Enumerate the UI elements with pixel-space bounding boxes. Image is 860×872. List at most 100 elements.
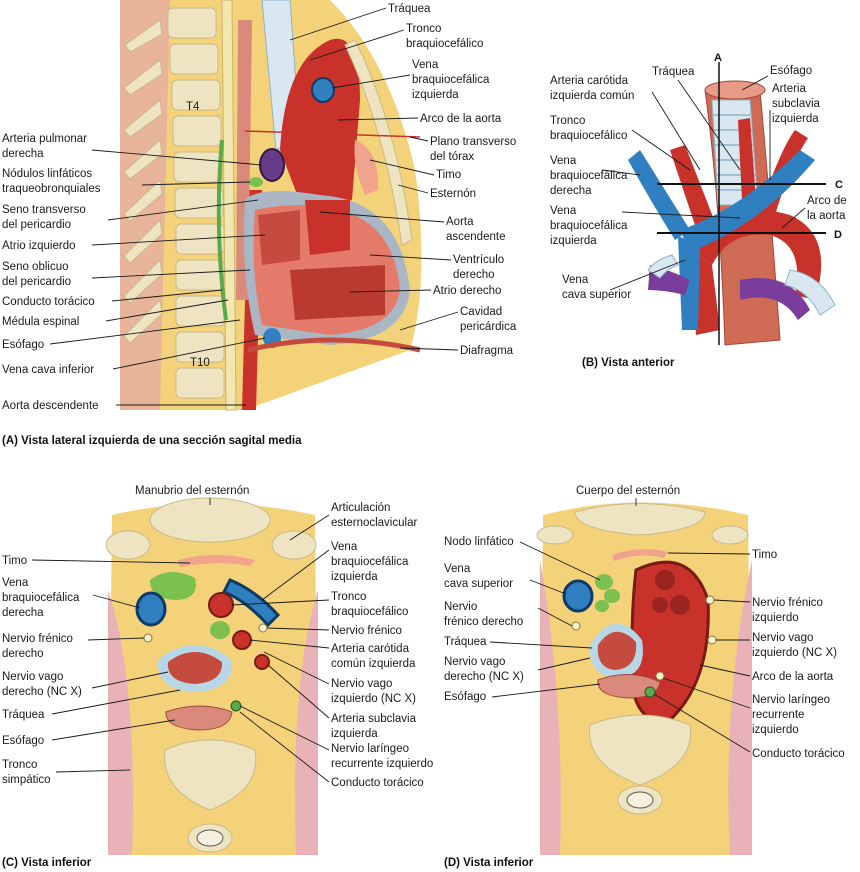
left-brachiocephalic-vein-a bbox=[311, 77, 335, 103]
label-d-recurrent-2: recurrente bbox=[752, 709, 804, 721]
label-c-manubrium: Manubrio del esternón bbox=[135, 485, 249, 497]
label-a-ascending-aorta-1: Aorta bbox=[446, 216, 474, 228]
vertebra-t10-label: T10 bbox=[190, 357, 210, 369]
panel-c: Manubrio del esternón Timo Vena braquioc… bbox=[2, 485, 433, 869]
panel-c-left-muscle bbox=[108, 590, 133, 855]
label-c-trachea: Tráquea bbox=[2, 709, 45, 721]
label-b-arch-1: Arco de bbox=[807, 195, 847, 207]
label-c-thymus: Timo bbox=[2, 555, 27, 567]
thymus-a bbox=[354, 140, 379, 195]
right-bcv-c bbox=[135, 591, 167, 627]
label-b-left-bcv-1: Vena bbox=[550, 205, 577, 217]
esophagus-c bbox=[165, 705, 233, 731]
sternum-a bbox=[344, 39, 413, 246]
label-b-arch-2: la aorta bbox=[807, 210, 846, 222]
label-b-carotid-1: Arteria carótida bbox=[550, 75, 629, 87]
label-a-descending-aorta: Aorta descendente bbox=[2, 400, 99, 412]
vagus-left-d bbox=[707, 635, 717, 645]
vertebra-d bbox=[589, 714, 692, 786]
label-c-right-bcv-2: braquiocefálica bbox=[2, 592, 80, 604]
pulmonary-artery-b bbox=[740, 278, 810, 320]
label-d-right-phrenic-1: Nervio bbox=[444, 601, 477, 613]
thymus-d bbox=[612, 549, 668, 561]
label-a-esophagus: Esófago bbox=[2, 339, 44, 351]
panel-d: Cuerpo del esternón Nodo linfático Vena … bbox=[444, 485, 845, 869]
label-a-thoracic-duct: Conducto torácico bbox=[2, 296, 95, 308]
label-d-svc-2: cava superior bbox=[444, 578, 513, 590]
lymph-node-d-1 bbox=[595, 574, 613, 590]
lymph-node-c-2 bbox=[210, 621, 230, 639]
thoracic-duct-d bbox=[644, 686, 656, 698]
label-c-recurrent-2: recurrente izquierdo bbox=[331, 758, 433, 770]
clavicle-right bbox=[271, 530, 317, 560]
label-a-transverse-plane-1: Plano transverso bbox=[430, 136, 516, 148]
rib-right-d bbox=[711, 525, 749, 545]
label-d-lymph-node: Nodo linfático bbox=[444, 536, 514, 548]
label-a-transverse-plane-2: del tórax bbox=[430, 151, 474, 163]
label-b-right-bcv-2: braquiocefálica bbox=[550, 170, 628, 182]
svc-d bbox=[562, 579, 594, 613]
label-c-thoracic-duct: Conducto torácico bbox=[331, 777, 424, 789]
label-a-left-bcv-1: Vena bbox=[412, 59, 439, 71]
left-common-carotid-b bbox=[738, 118, 756, 200]
lymph-node-d-2 bbox=[604, 589, 620, 603]
aortic-arch-lumen-1 bbox=[655, 570, 675, 590]
thymus-c bbox=[178, 555, 255, 567]
sternum-body-d bbox=[574, 503, 706, 536]
vertebra-t4-label: T4 bbox=[186, 101, 200, 113]
label-d-sternum-body: Cuerpo del esternón bbox=[576, 485, 680, 497]
ascending-aorta-a bbox=[305, 200, 350, 255]
label-d-aortic-arch: Arco de la aorta bbox=[752, 671, 834, 683]
label-c-right-vagus-2: derecho (NC X) bbox=[2, 686, 82, 698]
phrenic-left-c bbox=[258, 623, 268, 633]
label-c-left-bcv-1: Vena bbox=[331, 541, 358, 553]
label-c-sc-joint-1: Articulación bbox=[331, 502, 390, 514]
lymph-node-c bbox=[150, 571, 196, 600]
label-d-right-vagus-1: Nervio vago bbox=[444, 656, 505, 668]
label-a-diaphragm: Diafragma bbox=[460, 345, 514, 357]
label-c-sc-joint-2: esternoclavicular bbox=[331, 517, 417, 529]
label-c-sympathetic-1: Tronco bbox=[2, 759, 37, 771]
label-a-ascending-aorta-2: ascendente bbox=[446, 231, 505, 243]
label-a-left-bcv-2: braquiocefálica bbox=[412, 74, 490, 86]
left-brachiocephalic-vein-b bbox=[680, 150, 815, 252]
plane-c-label: C bbox=[835, 179, 843, 191]
label-a-left-atrium: Atrio izquierdo bbox=[2, 240, 76, 252]
label-d-left-phrenic-1: Nervio frénico bbox=[752, 597, 823, 609]
label-c-recurrent-1: Nervio laríngeo bbox=[331, 743, 409, 755]
panel-c-right-muscle bbox=[294, 590, 318, 855]
label-b-subclavian-1: Arteria bbox=[772, 83, 806, 95]
panel-d-right-muscle bbox=[728, 560, 752, 855]
label-b-carotid-2: izquierda común bbox=[550, 90, 634, 102]
label-a-oblique-sinus-2: del pericardio bbox=[2, 276, 71, 288]
label-a-oblique-sinus-1: Seno oblicuo bbox=[2, 261, 69, 273]
label-c-trunk-1: Tronco bbox=[331, 591, 366, 603]
label-c-carotid-2: común izquierda bbox=[331, 658, 416, 670]
label-a-trachea: Tráquea bbox=[388, 3, 431, 15]
right-brachiocephalic-vein-b bbox=[628, 150, 690, 240]
vertebra-c bbox=[164, 739, 257, 811]
label-d-thymus: Timo bbox=[752, 549, 777, 561]
transverse-plane-line bbox=[244, 130, 421, 138]
left-bronchus-b bbox=[784, 269, 836, 316]
caption-b: (B) Vista anterior bbox=[582, 357, 675, 369]
label-a-right-ventricle-1: Ventrículo bbox=[453, 254, 504, 266]
label-c-sympathetic-2: simpático bbox=[2, 774, 51, 786]
label-c-right-bcv-3: derecha bbox=[2, 607, 44, 619]
label-d-trachea: Tráquea bbox=[444, 636, 487, 648]
caption-c: (C) Vista inferior bbox=[2, 857, 92, 869]
label-c-right-vagus-1: Nervio vago bbox=[2, 671, 63, 683]
tracheobronchial-nodes bbox=[249, 177, 263, 187]
panel-a: T4 T10 Arteria pulmonar derecha Nódulos … bbox=[2, 0, 517, 447]
label-c-trunk-2: braquiocefálico bbox=[331, 606, 408, 618]
lymph-node-d-3 bbox=[595, 600, 609, 612]
left-bcv-c bbox=[221, 578, 281, 628]
label-c-carotid-1: Arteria carótida bbox=[331, 643, 410, 655]
label-a-aortic-arch: Arco de la aorta bbox=[420, 113, 502, 125]
label-c-left-vagus-1: Nervio vago bbox=[331, 678, 392, 690]
label-a-thymus: Timo bbox=[436, 169, 461, 181]
left-carotid-c bbox=[232, 630, 252, 650]
label-d-thoracic-duct: Conducto torácico bbox=[752, 748, 845, 760]
label-b-left-bcv-3: izquierda bbox=[550, 235, 597, 247]
